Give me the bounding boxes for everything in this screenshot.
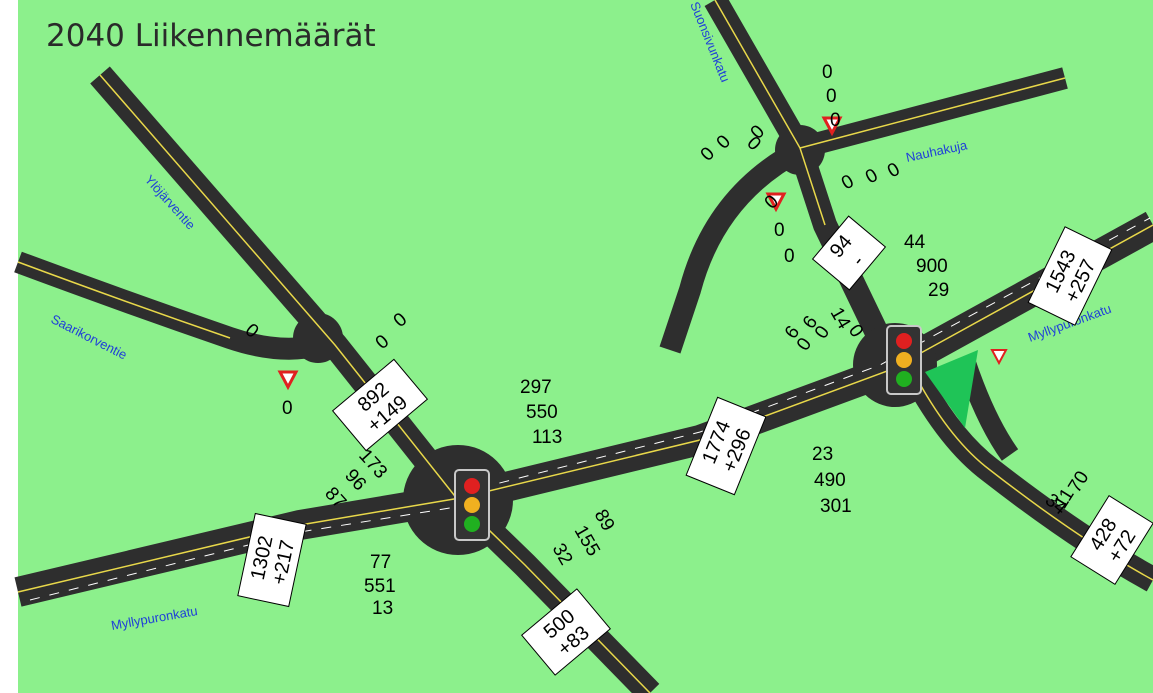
turn-count: 0 bbox=[784, 246, 795, 267]
volume-box-suonsivunkatu: 94 - bbox=[811, 215, 887, 291]
yield-sign-icon bbox=[821, 116, 843, 137]
turn-count: 0 bbox=[830, 110, 841, 131]
turn-count: 29 bbox=[928, 280, 949, 301]
turn-count: 44 bbox=[904, 232, 926, 253]
turn-count: 0 bbox=[822, 62, 833, 83]
volume-box-myllypuronkatu-west: 1302 +217 bbox=[237, 512, 307, 608]
turn-count: 13 bbox=[372, 598, 393, 619]
traffic-signal-east bbox=[886, 325, 922, 395]
turn-count: 77 bbox=[370, 552, 391, 573]
turn-count: 490 bbox=[814, 470, 846, 491]
yield-sign-icon bbox=[990, 349, 1008, 366]
map-title: 2040 Liikennemäärät bbox=[46, 18, 376, 54]
yield-sign-icon bbox=[277, 370, 299, 391]
turn-count: 0 bbox=[774, 220, 785, 241]
volume-box-ylojarventie: 892 +149 bbox=[331, 358, 429, 452]
turn-count: 550 bbox=[526, 402, 558, 423]
turn-count: 0 bbox=[826, 86, 837, 107]
turn-count: 0 bbox=[282, 398, 293, 419]
traffic-island bbox=[925, 350, 978, 428]
yield-sign-icon bbox=[765, 192, 787, 213]
turn-count: 297 bbox=[520, 377, 552, 398]
volume-box-mid: 1774 +296 bbox=[685, 396, 767, 496]
turn-count: 551 bbox=[364, 576, 396, 597]
turn-count: 113 bbox=[532, 427, 562, 448]
volume-box-southeast: 428 +72 bbox=[1070, 495, 1153, 585]
turn-count: 23 bbox=[812, 444, 833, 465]
traffic-signal-west bbox=[454, 469, 490, 541]
turn-count: 301 bbox=[820, 496, 852, 517]
turn-count: 900 bbox=[916, 256, 948, 277]
